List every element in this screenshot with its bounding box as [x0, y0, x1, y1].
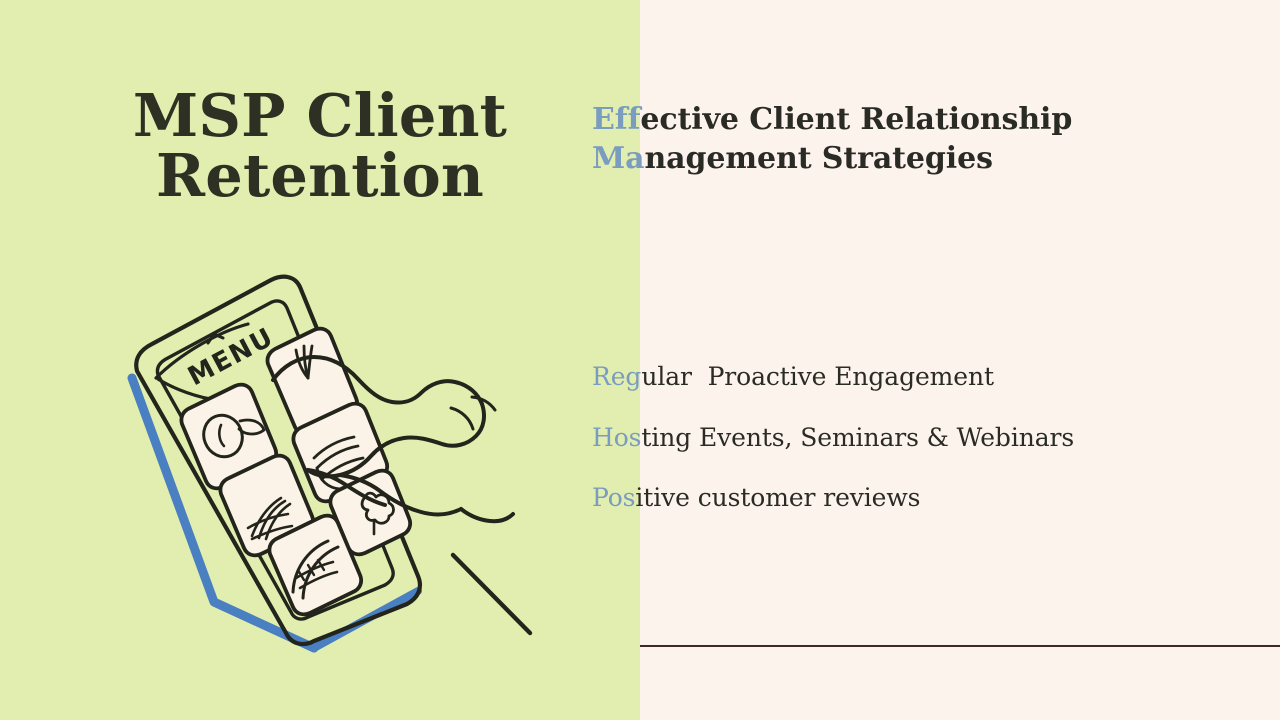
menu-tile-5 — [328, 468, 413, 557]
list-item: Hosting Events, Seminars & Webinars — [592, 423, 1192, 453]
section-heading-line-2: Management Strategies — [592, 139, 1152, 178]
tablet-screen-border — [155, 299, 395, 621]
pointing-hand — [271, 355, 515, 524]
list-item: Positive customer reviews — [592, 483, 1192, 513]
section-heading-rest-2: nagement Strategies — [644, 141, 993, 176]
page-title: MSP Client Retention — [60, 81, 580, 211]
section-heading-accent-1: Eff — [592, 102, 641, 137]
section-heading-line-1: Effective Client Relationship — [592, 100, 1152, 139]
section-heading-rest-1: ective Client Relationship — [640, 102, 1073, 137]
page-title-line-2: Retention — [156, 141, 484, 211]
section-heading: Effective Client Relationship Management… — [592, 100, 1152, 178]
section-heading-accent-2: Ma — [592, 141, 645, 176]
wrist-stroke — [450, 552, 533, 636]
tablet-body-outline — [134, 274, 423, 647]
right-cream-panel — [640, 0, 1280, 720]
list-item-label: ular Proactive Engagement — [641, 362, 994, 391]
bullet-list: Regular Proactive Engagement Hosting Eve… — [592, 362, 1192, 513]
menu-tile-6 — [267, 513, 364, 617]
menu-label: MENU — [183, 322, 279, 392]
page-title-line-1: MSP Client — [132, 81, 508, 150]
menu-tile-2 — [179, 382, 279, 491]
list-item-label: itive customer reviews — [635, 483, 921, 512]
list-item-accent: Reg — [592, 362, 642, 391]
list-item: Regular Proactive Engagement — [592, 362, 1192, 392]
list-item-accent: Pos — [592, 483, 636, 512]
tablet-blue-edge-shadow — [127, 373, 319, 653]
footer-divider — [640, 645, 1280, 647]
list-item-accent: Hos — [592, 422, 642, 452]
hand-tapping-tablet-menu-illustration: MENU — [118, 258, 533, 658]
menu-tiles — [179, 326, 413, 617]
list-item-label: ting Events, Seminars & Webinars — [641, 422, 1075, 452]
